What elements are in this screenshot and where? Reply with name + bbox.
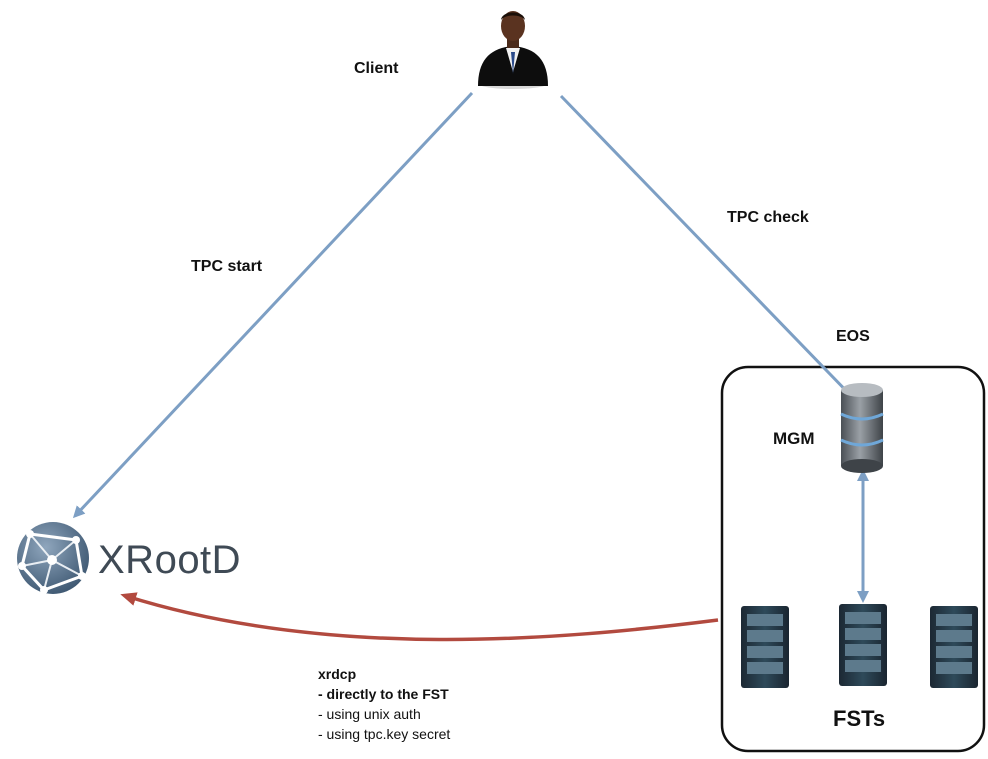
xrdcp-note: xrdcp - directly to the FST - using unix… <box>318 664 450 744</box>
client-person-icon <box>478 11 548 89</box>
xrdcp-line-direct-fst: FST <box>422 686 449 702</box>
xrdcp-line-direct: - directly to the FST <box>318 684 450 704</box>
mgm-label: MGM <box>773 429 815 448</box>
fst-server-icon <box>930 606 978 688</box>
eos-box <box>720 365 986 753</box>
tpc-check-arrow <box>559 94 860 405</box>
xrdcp-line-direct-prefix: - directly to the <box>318 686 423 702</box>
tpc-start-arrow <box>72 91 474 519</box>
tpc-check-label: TPC check <box>727 209 809 226</box>
xrootd-logo-icon <box>17 522 89 594</box>
xrdcp-line-unix: - using unix auth <box>318 706 421 722</box>
xrootd-label: XRootD <box>98 538 242 582</box>
fst-server-icon <box>741 606 789 688</box>
fsts-label: FSTs <box>833 706 886 731</box>
fst-server-icon <box>839 604 887 686</box>
xrdcp-arrow <box>120 592 719 642</box>
xrdcp-title: xrdcp <box>318 666 357 682</box>
eos-label: EOS <box>836 328 870 345</box>
client-label: Client <box>354 60 399 77</box>
tpc-start-label: TPC start <box>191 258 263 275</box>
xrdcp-line-secret: - using tpc.key secret <box>318 726 451 742</box>
mgm-database-icon <box>840 383 884 473</box>
